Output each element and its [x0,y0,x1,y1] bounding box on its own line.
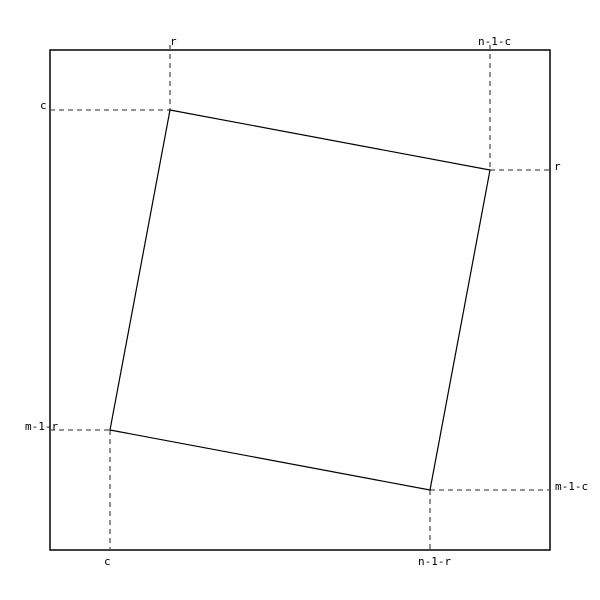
label-left-m1r: m-1-r [25,420,58,433]
rotated-square [109,109,491,491]
guide-lines [50,45,550,550]
label-bottom-c: c [104,555,111,568]
label-left-c: c [40,99,47,112]
outer-rectangle [49,49,551,551]
label-right-r: r [554,160,561,173]
label-bottom-n1r: n-1-r [418,555,451,568]
label-right-m1c: m-1-c [555,480,588,493]
label-top-n1c: n-1-c [478,35,511,48]
label-top-r: r [170,35,177,48]
